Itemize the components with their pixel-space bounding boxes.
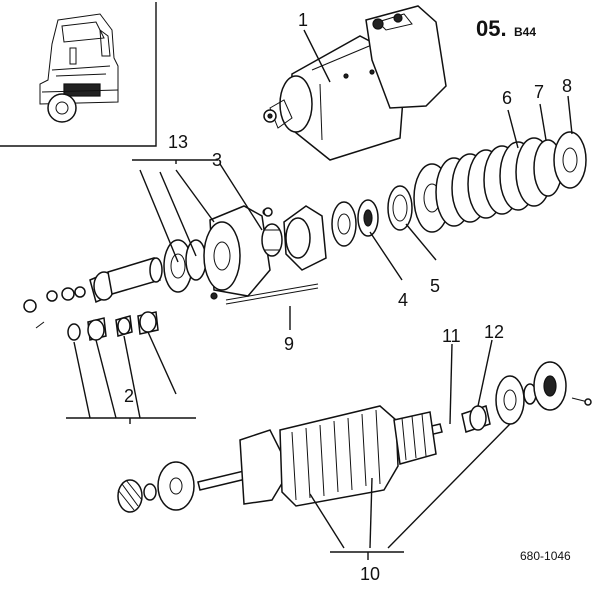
starter-motor-icon — [263, 5, 447, 161]
callout-4: 4 — [398, 290, 408, 310]
sheet-code-sub: B44 — [514, 25, 536, 39]
brake-clutch-parts — [331, 131, 587, 247]
drive-end-parts — [23, 205, 327, 341]
callout-10: 10 — [360, 564, 380, 584]
callout-5: 5 — [430, 276, 440, 296]
callout-13: 13 — [168, 132, 188, 152]
truck-cab-icon — [39, 13, 119, 123]
sheet-code-main: 05. — [476, 16, 507, 41]
callout-11: 11 — [442, 326, 461, 346]
drawing-reference-number: 680-1046 — [520, 549, 571, 563]
callout-8: 8 — [562, 76, 572, 96]
vehicle-locator-inset — [0, 2, 157, 147]
callout-3: 3 — [212, 150, 222, 170]
callout-12: 12 — [484, 322, 504, 342]
clutch-plate-stack — [413, 131, 587, 233]
armature-assembly — [117, 361, 592, 513]
leader-lines — [66, 29, 573, 560]
callout-2: 2 — [124, 386, 134, 406]
callout-7: 7 — [534, 82, 544, 102]
sheet-code: 05. B44 — [476, 16, 536, 41]
starter-location-marker — [63, 83, 101, 97]
callout-6: 6 — [502, 88, 512, 108]
callout-1: 1 — [298, 10, 308, 30]
callout-9: 9 — [284, 334, 294, 354]
